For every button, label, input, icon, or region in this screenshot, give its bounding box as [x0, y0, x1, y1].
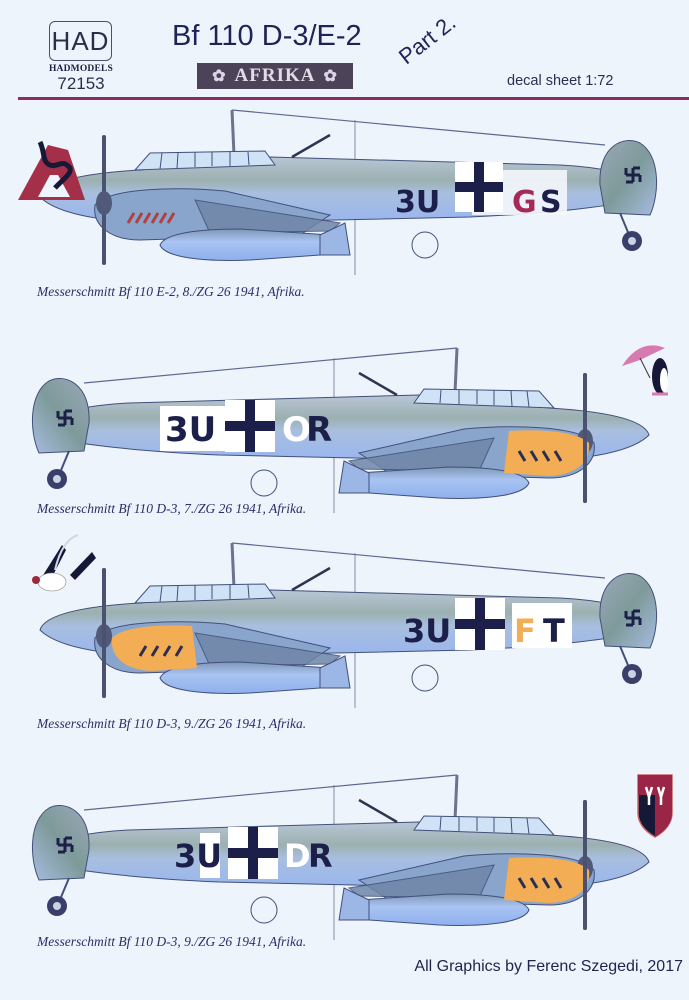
tail-marking-icon [56, 409, 74, 427]
tail-marking-icon [624, 166, 642, 184]
profile-caption-2: Messerschmitt Bf 110 D-3, 7./ZG 26 1941,… [37, 501, 307, 516]
aircraft-illustration [30, 773, 673, 942]
aircraft-profile-4: 3U D R [0, 765, 689, 942]
profile-caption-3: Messerschmitt Bf 110 D-3, 9./ZG 26 1941,… [37, 716, 307, 731]
palm-tree-icon: ✿ [323, 68, 338, 85]
afrika-banner: ✿ AFRIKA ✿ [197, 63, 353, 89]
code-right-2: T [543, 612, 565, 650]
code-right-1: D [284, 837, 311, 875]
balkenkreuz-icon [228, 827, 278, 879]
black-cat-emblem-icon [18, 140, 85, 200]
profile-caption-4: Messerschmitt Bf 110 D-3, 9./ZG 26 1941,… [37, 934, 307, 949]
penguin-umbrella-emblem-icon [622, 345, 668, 396]
code-right-1: G [512, 185, 537, 220]
code-right-2: R [308, 837, 333, 875]
balkenkreuz-icon [455, 598, 505, 650]
aircraft-profile-1: 3U G S [0, 100, 689, 277]
logo-text: HAD [51, 25, 110, 56]
aircraft-profile-3: 3U F T [0, 530, 689, 710]
code-right-1: O [282, 410, 311, 450]
tail-marking-icon [624, 609, 642, 627]
balkenkreuz-icon [455, 162, 503, 212]
aircraft-illustration [32, 534, 659, 710]
palm-tree-icon: ✿ [212, 68, 227, 85]
graphics-credit: All Graphics by Ferenc Szegedi, 2017 [414, 958, 683, 975]
profile-caption-1: Messerschmitt Bf 110 E-2, 8./ZG 26 1941,… [37, 284, 305, 299]
code-right-1: F [514, 612, 536, 650]
code-right-2: S [540, 185, 562, 220]
code-left: 3U [403, 612, 452, 650]
part-label: Part 2. [393, 9, 461, 70]
brand-name: HADMODELS [48, 64, 114, 74]
tail-marking-icon [56, 836, 74, 854]
balkenkreuz-icon [225, 400, 275, 452]
aircraft-illustration [30, 345, 668, 515]
aircraft-illustration [18, 108, 659, 277]
code-left: 3U [395, 185, 441, 220]
aircraft-profile-2: 3U O R [0, 338, 689, 515]
banner-label: AFRIKA [234, 65, 316, 86]
page-title: Bf 110 D-3/E-2 [172, 20, 362, 52]
rune-shield-emblem-icon [637, 774, 673, 838]
rooster-emblem-icon [32, 534, 96, 592]
code-right-2: R [306, 410, 333, 450]
header-divider [18, 97, 689, 100]
code-left: 3U [174, 837, 223, 875]
scale-label: decal sheet 1:72 [507, 73, 614, 89]
hadmodels-logo: HAD [49, 21, 112, 61]
product-code: 72153 [57, 74, 105, 93]
code-left: 3U [165, 410, 217, 450]
